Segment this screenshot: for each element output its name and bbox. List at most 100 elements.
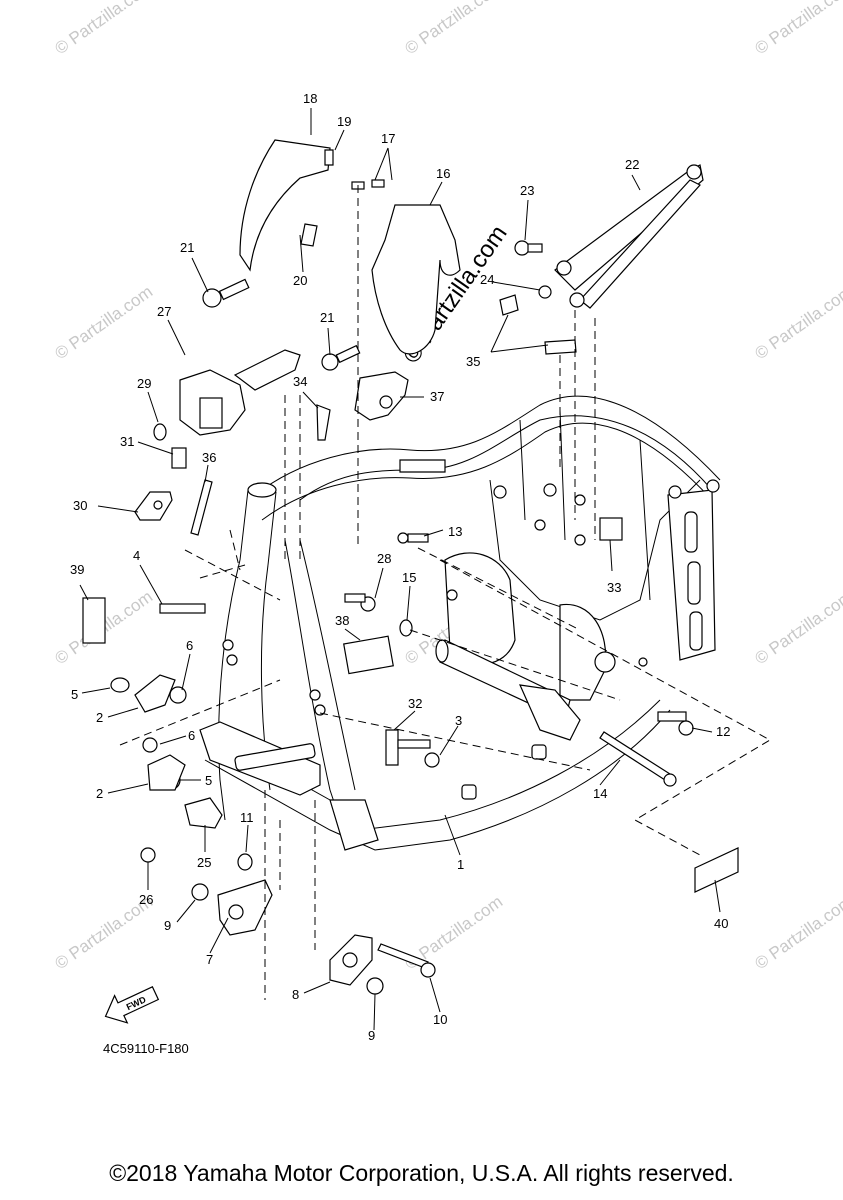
watermark: © Partzilla.com	[751, 892, 843, 973]
part-38-label	[343, 635, 394, 675]
callout-18: 18	[303, 91, 317, 106]
part-3-bolt	[397, 739, 431, 749]
part-37-bracket	[354, 371, 409, 421]
part-25-bracket	[184, 797, 223, 829]
part-6-bolt	[169, 686, 187, 704]
fwd-arrow-icon: FWD	[104, 986, 160, 1024]
callout-4: 4	[133, 548, 140, 563]
callout-2b: 2	[96, 786, 103, 801]
part-32-bracket	[385, 729, 399, 766]
callout-30: 30	[73, 498, 87, 513]
part-9-bolt	[366, 977, 384, 995]
callout-26: 26	[139, 892, 153, 907]
diagram-code: 4C59110-F180	[103, 1041, 189, 1056]
callout-20: 20	[293, 273, 307, 288]
part-34-clip	[316, 404, 331, 441]
part-7-plate	[217, 879, 273, 936]
part-21-bolt	[321, 353, 339, 371]
callouts: 18 19 17 16 22 23 24 35 21 20 21 27 29 3…	[70, 91, 730, 1043]
part-35-label	[499, 294, 519, 316]
watermark: © Partzilla.com	[751, 282, 843, 363]
part-13-bolt	[397, 532, 409, 544]
watermark: © Partzilla.com	[751, 0, 843, 58]
part-40-label	[694, 847, 739, 893]
part-22-stay	[554, 164, 704, 291]
part-2-bracket	[147, 754, 186, 791]
part-6-bolt	[142, 737, 158, 753]
watermark: © Partzilla.com	[401, 0, 506, 58]
callout-29: 29	[137, 376, 151, 391]
part-33-label	[599, 517, 623, 541]
part-31-bolt	[171, 447, 187, 469]
callout-9b: 9	[368, 1028, 375, 1043]
part-21-bolt	[202, 288, 222, 308]
part-26-bolt	[140, 847, 156, 863]
callout-23: 23	[520, 183, 534, 198]
callout-34: 34	[293, 374, 307, 389]
callout-36: 36	[202, 450, 216, 465]
part-23-bolt	[514, 240, 530, 256]
callout-14: 14	[593, 786, 607, 801]
components	[82, 139, 739, 995]
callout-11: 11	[240, 810, 254, 825]
callout-38: 38	[335, 613, 349, 628]
callout-24: 24	[480, 272, 494, 287]
watermark: © Partzilla.com	[751, 587, 843, 668]
watermark: © Partzilla.com	[51, 0, 156, 58]
callout-7: 7	[206, 952, 213, 967]
callout-33: 33	[607, 580, 621, 595]
part-24-bolt	[538, 285, 552, 299]
callout-17: 17	[381, 131, 395, 146]
callout-28: 28	[377, 551, 391, 566]
part-16-cover	[371, 204, 461, 355]
watermark: © Partzilla.com	[51, 282, 156, 363]
callout-39: 39	[70, 562, 84, 577]
part-30-bracket	[134, 491, 173, 521]
part-14-bolt	[599, 731, 671, 781]
part-9-bolt	[191, 883, 209, 901]
callout-5: 5	[71, 687, 78, 702]
callout-19: 19	[337, 114, 351, 129]
callout-35: 35	[466, 354, 480, 369]
callout-22: 22	[625, 157, 639, 172]
callout-40: 40	[714, 916, 728, 931]
callout-16: 16	[436, 166, 450, 181]
part-11-washer	[237, 853, 253, 871]
callout-2: 2	[96, 710, 103, 725]
callout-12: 12	[716, 724, 730, 739]
part-15-washer	[399, 619, 413, 637]
callout-27: 27	[157, 304, 171, 319]
callout-37: 37	[430, 389, 444, 404]
callout-6: 6	[186, 638, 193, 653]
callout-21: 21	[180, 240, 194, 255]
copyright-notice: ©2018 Yamaha Motor Corporation, U.S.A. A…	[109, 1160, 734, 1186]
callout-13: 13	[448, 524, 462, 539]
callout-6b: 6	[188, 728, 195, 743]
part-17-clip	[371, 179, 385, 188]
part-2-bracket	[134, 674, 176, 713]
callout-3: 3	[455, 713, 462, 728]
callout-1: 1	[457, 857, 464, 872]
watermark-layer: © Partzilla.com © Partzilla.com © Partzi…	[51, 0, 843, 973]
callout-31: 31	[120, 434, 134, 449]
part-4-bolt	[159, 603, 206, 614]
callout-21b: 21	[320, 310, 334, 325]
part-39-label	[82, 597, 106, 644]
callout-32: 32	[408, 696, 422, 711]
callout-8: 8	[292, 987, 299, 1002]
callout-25: 25	[197, 855, 211, 870]
leader-lines	[79, 108, 721, 1031]
main-frame	[199, 395, 721, 851]
part-5-nut	[110, 677, 130, 693]
part-29-washer	[153, 423, 167, 441]
part-20-clip	[300, 223, 318, 247]
part-18-cover	[239, 139, 331, 272]
part-10-bolt	[377, 943, 429, 969]
part-19-clip	[324, 149, 334, 166]
callout-10: 10	[433, 1012, 447, 1027]
part-36-strip	[190, 479, 213, 536]
part-12-bolt	[657, 711, 687, 722]
callout-9: 9	[164, 918, 171, 933]
callout-5b: 5	[205, 773, 212, 788]
